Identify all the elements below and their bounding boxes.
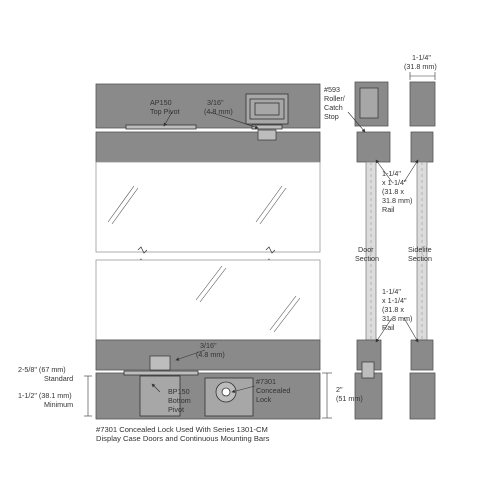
door-bottom-rail <box>95 339 321 371</box>
bottom-gap-label-2: (4.8 mm) <box>196 350 225 359</box>
glass-reflections-lower <box>195 265 301 333</box>
rail-bottom-label-3: (31.8 x <box>382 305 404 314</box>
rail-bottom-label-5: Rail <box>382 323 395 332</box>
section-dimension-lines <box>347 72 436 343</box>
sidelite-section <box>409 81 436 420</box>
sidelite-section-label-2: Section <box>408 254 432 263</box>
rail-bottom-label-4: 31.8 mm) <box>382 314 412 323</box>
ap150-label-2: Top Pivot <box>150 107 180 116</box>
top-pivot-block <box>257 129 277 141</box>
width-label-2: (31.8 mm) <box>404 62 437 71</box>
width-label-1: 1-1/4" <box>412 53 431 62</box>
glass-reflections-upper <box>107 185 287 225</box>
rail-bottom-label-2: x 1-1/4" <box>382 296 407 305</box>
concealed-lock <box>204 377 254 417</box>
rail-bottom-label-1: 1-1/4" <box>382 287 401 296</box>
top-gap-label-2: (4.8 mm) <box>204 107 233 116</box>
top-gap-label-1: 3/16" <box>207 98 224 107</box>
height-label-2: (51 mm) <box>336 394 363 403</box>
roller-label-1: #593 <box>324 85 340 94</box>
standard-label-1: 2-5/8" (67 mm) <box>18 365 66 374</box>
rail-top-label-4: 31.8 mm) <box>382 196 412 205</box>
caption-line-1: #7301 Concealed Lock Used With Series 13… <box>96 425 268 434</box>
bp150-label-2: Bottom <box>168 396 191 405</box>
minimum-label-1: 1-1/2" (38.1 mm) <box>18 391 72 400</box>
rail-top-label-3: (31.8 x <box>382 187 404 196</box>
lock-label-1: #7301 <box>256 377 276 386</box>
lock-label-2: Concealed <box>256 386 290 395</box>
caption-line-2: Display Case Doors and Continuous Mounti… <box>96 434 270 443</box>
minimum-label-2: Minimum <box>44 400 73 409</box>
door-top-rail <box>95 131 321 163</box>
bottom-pivot-block <box>149 355 171 371</box>
roller-label-2: Roller/ <box>324 94 345 103</box>
glass-lower <box>95 259 321 341</box>
door-section-label-1: Door <box>358 245 374 254</box>
roller-label-4: Stop <box>324 112 339 121</box>
dimension-lines <box>84 111 332 419</box>
bp150-label-3: Pivot <box>168 405 184 414</box>
lock-label-3: Lock <box>256 395 272 404</box>
top-pivot-hardware <box>125 93 289 130</box>
height-label-1: 2" <box>336 385 343 394</box>
roller-label-3: Catch <box>324 103 343 112</box>
standard-label-2: Standard <box>44 374 73 383</box>
rail-top-label-2: x 1-1/4" <box>382 178 407 187</box>
rail-top-label-5: Rail <box>382 205 395 214</box>
bottom-pivot-hardware <box>123 370 199 417</box>
door-section <box>354 81 391 420</box>
bottom-gap-label-1: 3/16" <box>200 341 217 350</box>
glass-upper <box>95 161 321 253</box>
bp150-label-1: BP150 <box>168 387 190 396</box>
ap150-label-1: AP150 <box>150 98 172 107</box>
rail-top-label-1: 1-1/4" <box>382 169 401 178</box>
sidelite-section-label-1: Sidelite <box>408 245 432 254</box>
door-section-label-2: Section <box>355 254 379 263</box>
